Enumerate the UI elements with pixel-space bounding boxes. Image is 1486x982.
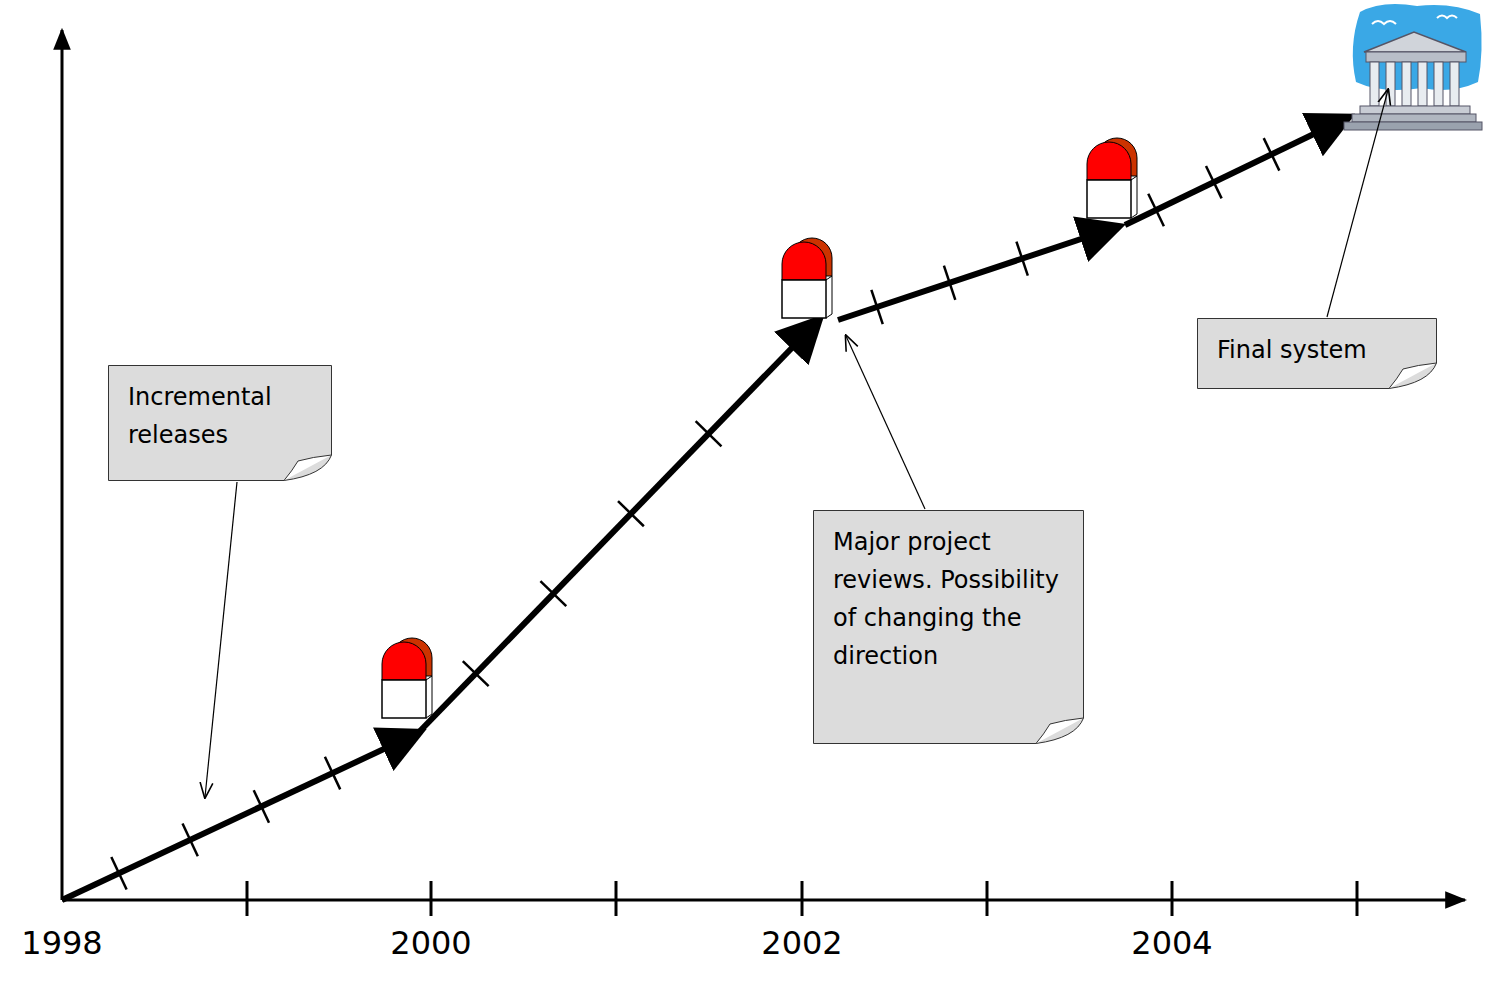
milestone-icon <box>826 276 832 280</box>
temple-icon <box>1372 21 1396 24</box>
temple-column <box>1434 62 1443 106</box>
release-tick <box>944 266 955 300</box>
milestone-icon <box>832 276 833 314</box>
temple-column <box>1386 62 1395 106</box>
axis-tick <box>801 881 804 916</box>
milestone-icon <box>1131 214 1137 218</box>
temple-icon <box>1344 122 1482 130</box>
leader-line <box>846 336 925 509</box>
release-tick <box>540 581 566 606</box>
temple-column <box>1418 62 1427 106</box>
temple-icon <box>1366 52 1466 62</box>
progress-segment <box>62 733 418 900</box>
note-body <box>814 511 1084 744</box>
temple-icon <box>1360 106 1470 114</box>
temple-icon <box>1352 114 1476 122</box>
note-text: Major project reviews. Possibility of ch… <box>833 523 1068 675</box>
leader-line <box>1327 90 1388 317</box>
milestone-icon <box>426 676 432 680</box>
milestone-icon <box>782 280 826 318</box>
milestone-icon <box>432 676 433 714</box>
axis-tick <box>615 881 618 916</box>
release-tick <box>325 757 340 790</box>
note-body <box>109 366 332 481</box>
note-text: Final system <box>1217 331 1421 369</box>
axis-tick <box>246 881 249 916</box>
milestone-icon <box>1087 142 1131 180</box>
axes <box>61 30 64 900</box>
milestone-icon <box>826 314 832 318</box>
milestone-icon <box>426 714 432 718</box>
milestone-icon <box>382 680 426 718</box>
release-tick <box>1264 138 1280 170</box>
release-tick <box>111 857 126 890</box>
year-label: 2002 <box>761 924 842 962</box>
release-tick <box>463 661 489 686</box>
axes <box>62 30 1465 916</box>
release-tick <box>696 421 722 446</box>
temple-icon <box>1437 16 1457 19</box>
year-label: 2000 <box>390 924 471 962</box>
leader-line <box>205 90 1388 797</box>
milestone-icon <box>1087 138 1137 218</box>
axis-tick <box>986 881 989 916</box>
release-tick <box>183 824 198 857</box>
milestone-icon <box>1137 176 1138 214</box>
milestone-icon <box>1131 176 1137 180</box>
release-tick <box>1016 242 1027 276</box>
axis-tick <box>430 881 433 916</box>
release-tick <box>1206 166 1222 198</box>
axes <box>62 899 1465 902</box>
note-curl <box>1036 718 1084 744</box>
callout-note: Major project reviews. Possibility of ch… <box>813 510 1084 744</box>
milestone-icon <box>382 642 426 680</box>
note-text: Incremental releases <box>128 378 316 454</box>
axis-tick <box>1356 881 1359 916</box>
note-curl <box>1389 363 1437 389</box>
release-tick <box>1148 194 1164 226</box>
temple-column <box>1370 62 1459 106</box>
note-curl <box>284 455 332 481</box>
milestone-icon <box>382 638 432 718</box>
axis-tick <box>1171 881 1174 916</box>
leader-line <box>205 482 237 797</box>
milestone-icon <box>1087 180 1131 218</box>
progress-path <box>62 118 1347 900</box>
note-body <box>1198 319 1437 389</box>
milestone-icon <box>782 242 826 280</box>
year-label: 1998 <box>21 924 102 962</box>
temple-icon <box>1364 32 1466 52</box>
milestone-icon <box>782 238 832 318</box>
temple-column <box>1402 62 1411 106</box>
year-label: 2004 <box>1131 924 1212 962</box>
release-tick <box>871 290 882 324</box>
progress-segment <box>1125 118 1347 225</box>
axis-tick <box>247 881 1357 916</box>
release-tick <box>618 501 644 526</box>
callout-note: Incremental releases <box>108 365 332 481</box>
progress-segment <box>420 321 818 731</box>
temple-icon <box>1344 4 1482 130</box>
temple-column <box>1370 62 1379 106</box>
temple-column <box>1450 62 1459 106</box>
progress-segment <box>838 227 1117 320</box>
release-tick <box>254 790 269 823</box>
callout-note: Final system <box>1197 318 1437 389</box>
